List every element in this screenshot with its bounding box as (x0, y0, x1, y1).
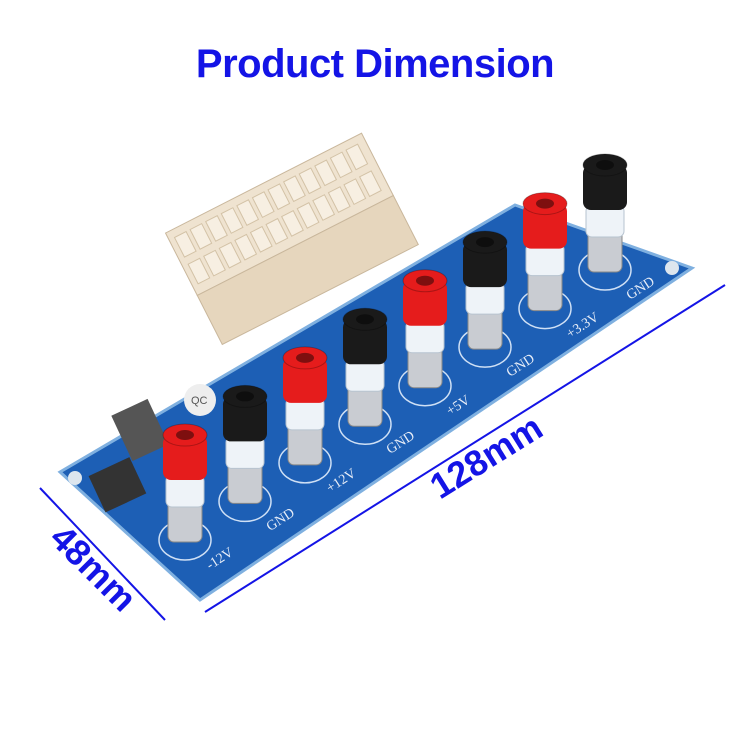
connector-pin (358, 170, 382, 198)
pin-header (88, 457, 147, 513)
qc-badge (184, 384, 216, 416)
connector-pin (187, 257, 211, 285)
mounting-hole (665, 261, 679, 275)
qc-badge-text: QC (191, 395, 208, 407)
connector-pin (343, 178, 367, 206)
connector-pin (296, 202, 320, 229)
terminal-hole (356, 314, 374, 325)
connector-pin (218, 241, 242, 269)
connector-pin (312, 194, 336, 221)
terminal-hole (296, 352, 314, 363)
terminal-cap (463, 242, 507, 288)
connector-pin (251, 191, 275, 219)
binding-post-terminal[interactable] (278, 346, 332, 484)
connector-pin (282, 175, 306, 203)
connector-pin (345, 143, 369, 171)
binding-post-terminal[interactable] (578, 153, 632, 291)
terminal-cap-top (342, 307, 388, 331)
terminal-hole (596, 160, 614, 170)
mounting-hole (68, 471, 82, 485)
terminal-cap-top (162, 423, 208, 447)
terminal-cap-top (582, 153, 628, 177)
connector-pin (265, 217, 289, 245)
terminal-cap (223, 396, 267, 442)
terminal-cap (583, 165, 627, 210)
connector-pin (189, 222, 213, 250)
connector-pin (298, 167, 322, 195)
terminal-cap (403, 280, 447, 326)
page-title: Product Dimension (195, 42, 555, 86)
power-switch (111, 398, 169, 462)
binding-post-terminal[interactable] (398, 269, 452, 407)
connector-pin (203, 249, 226, 277)
terminal-hole (476, 237, 494, 248)
connector-pin (249, 225, 273, 253)
terminal-cap (523, 203, 567, 249)
terminal-hole (536, 198, 554, 209)
terminal-cap (283, 357, 327, 403)
connector-pin (281, 209, 304, 237)
terminal-hole (236, 391, 254, 402)
terminal-cap (163, 435, 207, 480)
atx-connector (164, 132, 419, 346)
terminal-cap-top (402, 269, 448, 293)
terminal-hole (416, 275, 434, 286)
binding-post-terminal[interactable] (158, 423, 212, 561)
terminal-cap-top (282, 346, 328, 370)
connector-pin (205, 215, 228, 242)
binding-post-terminal[interactable] (458, 230, 512, 368)
connector-pin (234, 233, 258, 261)
connector-pin (220, 207, 244, 234)
connector-pin (329, 151, 353, 179)
binding-post-terminal[interactable] (518, 192, 572, 330)
connector-pin (236, 199, 260, 226)
length-dimension-line (204, 284, 726, 613)
connector-pin (173, 230, 197, 258)
connector-pin (267, 183, 291, 211)
terminal-cap-top (462, 230, 508, 254)
terminal-cap (343, 319, 387, 365)
connector-pin (314, 159, 338, 187)
binding-post-terminal[interactable] (338, 307, 392, 446)
width-dimension-line (39, 487, 166, 621)
binding-post-terminal[interactable] (218, 384, 272, 523)
terminal-hole (176, 430, 194, 440)
terminal-cap-top (222, 384, 268, 408)
connector-pin (327, 186, 351, 213)
terminal-cap-top (522, 192, 568, 216)
